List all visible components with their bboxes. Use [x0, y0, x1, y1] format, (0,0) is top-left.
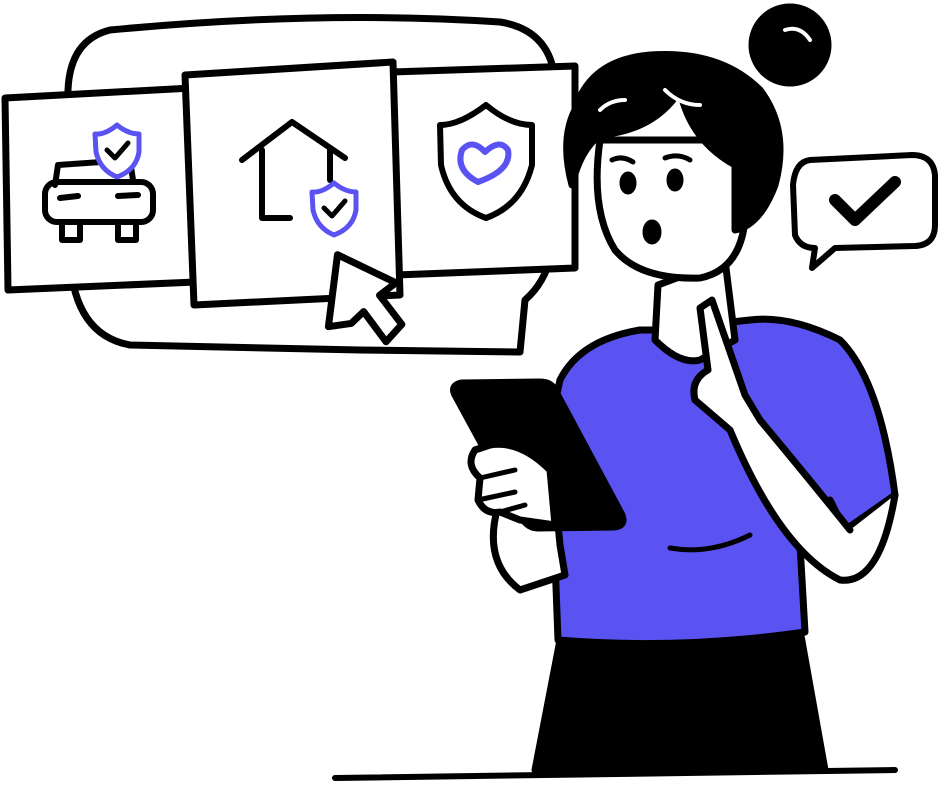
hair-highlight: [663, 88, 702, 107]
car-insurance-card: [1, 84, 200, 294]
ground-line: [332, 767, 898, 781]
eyebrows: [609, 153, 693, 165]
home-insurance-card: [181, 58, 404, 309]
shirt-fold: [667, 532, 753, 553]
hair-highlight: [783, 26, 812, 42]
shield-heart-icon: [437, 102, 535, 221]
right-eye: [666, 168, 684, 192]
tablet-icon: [450, 378, 627, 532]
shirt: [536, 315, 899, 648]
house-icon: [239, 119, 348, 221]
cursor-icon: [324, 251, 406, 346]
shield-check-icon: [92, 122, 142, 180]
shield-check-icon: [309, 180, 359, 238]
car-icon: [42, 157, 156, 243]
skirt: [531, 626, 829, 774]
raised-arm: [690, 296, 899, 584]
face: [593, 136, 749, 282]
card-frame: [181, 58, 404, 309]
woman-figure: [332, 3, 899, 781]
hand: [467, 440, 559, 529]
checkmark-icon: [829, 176, 901, 226]
hair-highlight: [598, 98, 627, 112]
check-speech-bubble: [790, 152, 938, 271]
hair-bun: [748, 3, 832, 87]
finger-lines: [475, 467, 528, 515]
mouth: [642, 219, 662, 245]
health-insurance-card: [388, 62, 579, 279]
card-frame: [1, 84, 200, 294]
left-eye: [619, 171, 637, 195]
card-frame: [388, 62, 579, 279]
